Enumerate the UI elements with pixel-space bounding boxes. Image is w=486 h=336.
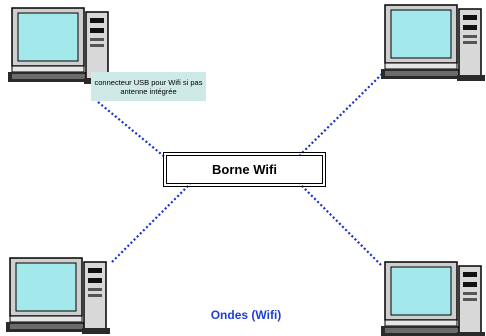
computer-top-right xyxy=(380,4,486,82)
computer-bottom-left xyxy=(5,257,111,335)
wifi-access-point-label: Borne Wifi xyxy=(212,162,277,177)
waves-caption: Ondes (Wifi) xyxy=(210,308,282,322)
link-bottom-left xyxy=(111,183,191,263)
link-top-left xyxy=(97,101,167,159)
computer-bottom-right xyxy=(380,261,486,336)
link-top-right xyxy=(299,73,383,156)
usb-note: connecteur USB pour Wifi si pas antenne … xyxy=(91,72,206,101)
wifi-access-point: Borne Wifi xyxy=(163,152,326,187)
link-bottom-right xyxy=(299,183,382,266)
usb-note-text: connecteur USB pour Wifi si pas antenne … xyxy=(94,77,203,96)
